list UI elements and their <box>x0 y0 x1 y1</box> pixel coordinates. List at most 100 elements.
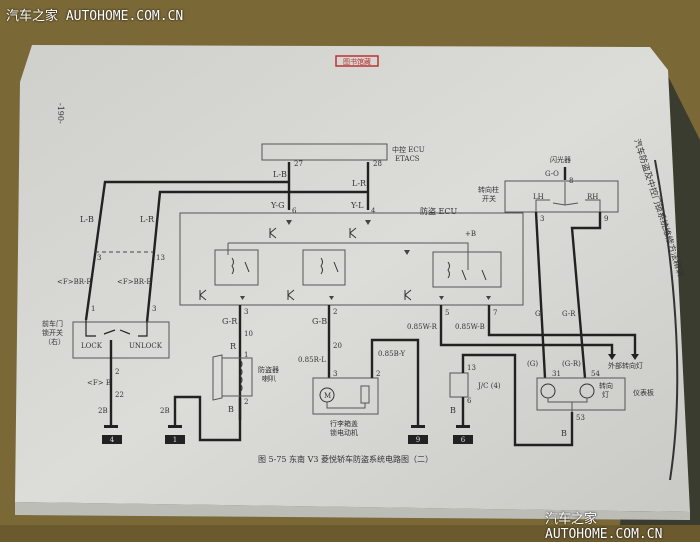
instrument-panel-label: 仪表板 <box>633 388 654 397</box>
unlock-label: UNLOCK <box>129 342 163 350</box>
junction-connector-box <box>449 372 469 398</box>
wire-label: (G) <box>527 360 538 368</box>
door-lock-switch-box <box>72 321 170 359</box>
wire-label: (G-R) <box>562 360 581 368</box>
wire-label: L-R <box>140 215 155 224</box>
wire-label: L-B <box>80 215 94 224</box>
pin-label: 9 <box>604 215 608 223</box>
horn-label: 喇叭 <box>262 374 276 383</box>
wire-label: B <box>450 406 456 415</box>
library-stamp <box>335 55 379 67</box>
page-number: -190- <box>56 103 65 124</box>
plus-b-label: +B <box>465 230 476 238</box>
wire-label: 0.85W-R <box>407 323 438 331</box>
lock-label: LOCK <box>81 342 103 350</box>
door-switch-label: （右） <box>44 337 65 346</box>
etacs-box <box>261 143 388 161</box>
wire-label: <F>BR-R <box>57 278 92 286</box>
flasher-label: 闪光器 <box>550 155 571 164</box>
jc-label: J/C (4) <box>477 382 501 390</box>
door-switch-label: 前车门 <box>42 319 63 328</box>
pin-label: 3 <box>333 370 337 378</box>
door-switch-label: 锁开关 <box>42 328 63 337</box>
pin-label: 28 <box>373 160 382 168</box>
wire-label: G-R <box>222 317 238 326</box>
etacs-label: 中控 ECU <box>392 145 425 154</box>
pin-label: 31 <box>552 370 561 378</box>
pin-label: 3 <box>540 215 544 223</box>
wire-label: G <box>535 310 541 318</box>
ecu-label: 防盗 ECU <box>420 206 458 216</box>
wire-label: G-O <box>545 170 559 178</box>
book-page <box>15 45 690 512</box>
ground-label: 6 <box>461 436 466 444</box>
figure-caption: 图 5-75 东南 V3 菱悦轿车防盗系统电路图（二） <box>258 454 433 464</box>
pin-label: 53 <box>576 414 585 422</box>
wire-label: 2B <box>98 407 108 415</box>
wire-label: B <box>228 405 234 414</box>
wire-label: 2B <box>160 407 170 415</box>
wire-label: G-R <box>562 310 576 318</box>
pin-label: 10 <box>244 330 253 338</box>
pin-label: 3 <box>244 308 248 316</box>
ground-point-4 <box>102 435 122 444</box>
pin-label: 4 <box>371 207 376 215</box>
wire-label: Y-G <box>270 201 285 210</box>
wire-label: R <box>230 342 237 351</box>
horn-icon <box>212 354 223 401</box>
ground-label: 4 <box>110 436 115 444</box>
circuit-diagram-page: 图书馆藏 -190- 汽车防盗及中控门锁系统维修方法精讲 中控 ECU ETAC… <box>0 0 700 525</box>
ground-point-1 <box>165 435 185 444</box>
pin-label: 2 <box>376 370 380 378</box>
instrument-panel-box <box>536 377 626 411</box>
pin-label: 3 <box>97 254 101 262</box>
trunk-motor-box <box>312 377 379 415</box>
pin-label: 1 <box>244 351 248 359</box>
motor-m: M <box>324 392 331 400</box>
wire-label: G-B <box>312 317 327 326</box>
pin-label: 22 <box>115 391 124 399</box>
wire-label: L-B <box>273 170 287 179</box>
column-switch-label: 开关 <box>482 194 496 203</box>
pin-label: 27 <box>294 160 303 168</box>
anti-theft-ecu-box <box>179 212 524 306</box>
watermark-bottom: 汽车之家 AUTOHOME.COM.CN <box>545 512 663 542</box>
ground-point-9 <box>408 435 428 444</box>
pin-label: 8 <box>569 177 573 185</box>
pin-label: 13 <box>467 364 476 372</box>
motor-label: 锁电动机 <box>330 428 358 437</box>
wire-label: Y-L <box>350 201 364 210</box>
pin-label: 2 <box>115 368 119 376</box>
turn-lamp-label: 转向 <box>599 381 613 390</box>
ground-label: 1 <box>173 436 177 444</box>
wire-label: L-R <box>352 179 367 188</box>
external-turn-lamp-label: 外部转向灯 <box>608 361 643 370</box>
pin-label: 20 <box>333 342 342 350</box>
horn-label: 防盗器 <box>258 365 279 374</box>
pin-label: 2 <box>244 398 248 406</box>
pin-label: 6 <box>292 207 297 215</box>
pin-label: 7 <box>493 309 497 317</box>
pin-label: 54 <box>591 370 600 378</box>
stamp-text: 图书馆藏 <box>343 57 371 66</box>
lh-label: LH <box>533 193 544 201</box>
wire-label: B <box>561 429 567 438</box>
pin-label: 13 <box>156 254 165 262</box>
pin-label: 2 <box>333 308 337 316</box>
watermark-top: 汽车之家 AUTOHOME.COM.CN <box>6 9 184 24</box>
wire-label: 0.85B-Y <box>378 350 405 358</box>
wire-label: <F> B <box>87 379 111 387</box>
ground-point-6 <box>453 435 473 444</box>
pin-label: 1 <box>91 305 95 313</box>
turn-lamp-label: 灯 <box>602 390 609 399</box>
wire-label: 0.85W-B <box>455 323 485 331</box>
ground-label: 9 <box>416 436 420 444</box>
etacs-label-2: ETACS <box>395 155 420 163</box>
column-switch-label: 转向柱 <box>478 185 499 194</box>
pin-label: 3 <box>152 305 156 313</box>
pin-label: 6 <box>467 397 472 405</box>
wire-l-b <box>84 162 291 321</box>
wire-l-r <box>145 162 370 323</box>
wire-label: <F>BR-B <box>117 278 152 286</box>
